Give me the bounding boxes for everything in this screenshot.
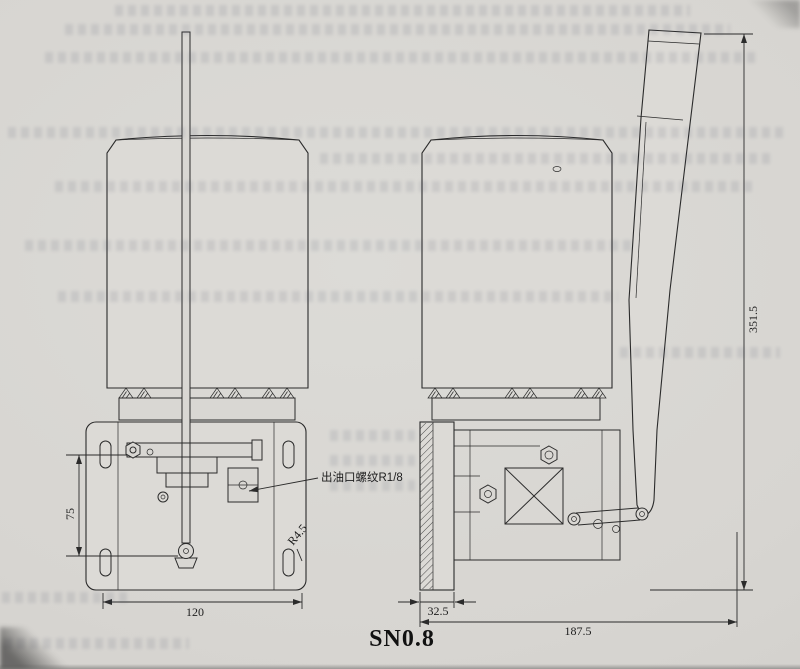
gusset-ribs-side: [427, 387, 607, 399]
mounting-slot: [282, 440, 295, 469]
pump-head-flange-side: [431, 397, 601, 421]
dim-text-325: 32.5: [428, 604, 449, 618]
pump-mechanism-front: [125, 439, 263, 569]
reservoir-cylinder-side: [421, 134, 613, 389]
dimension-1875: 187.5: [420, 532, 738, 638]
vent-hole: [552, 166, 562, 172]
mounting-base-front: [85, 421, 307, 591]
front-view: 出油口螺纹R1/8 75 120 R4.5: [63, 31, 403, 619]
mounting-slot: [99, 548, 112, 577]
outlet-port: [227, 467, 259, 503]
gusset-ribs-front: [118, 387, 295, 399]
mounting-plate-side: [419, 421, 455, 591]
lever-linkage: [567, 507, 641, 533]
dimension-120: 120: [102, 593, 303, 619]
outlet-callout: 出油口螺纹R1/8: [248, 470, 403, 493]
rod-foot-roller: [178, 543, 194, 559]
side-view: 32.5 187.5 351.5: [398, 29, 760, 638]
outlet-label: 出油口螺纹R1/8: [321, 470, 403, 484]
rod-foot: [174, 557, 198, 569]
mounting-slot: [99, 440, 112, 469]
reservoir-cylinder: [106, 134, 309, 389]
dim-text-120: 120: [186, 605, 204, 619]
pump-body-side: [453, 429, 621, 561]
dim-text-75: 75: [63, 508, 77, 520]
hand-lever: [628, 29, 702, 521]
model-title: SN0.8: [369, 626, 435, 652]
dim-text-3515: 351.5: [746, 306, 760, 333]
lever-pivot-pin: [635, 507, 649, 521]
dimension-3515: 351.5: [650, 33, 760, 591]
pump-head-flange: [118, 397, 296, 421]
dim-text-1875: 187.5: [565, 624, 592, 638]
dimension-75: 75: [63, 454, 178, 557]
mounting-slot: [282, 548, 295, 577]
